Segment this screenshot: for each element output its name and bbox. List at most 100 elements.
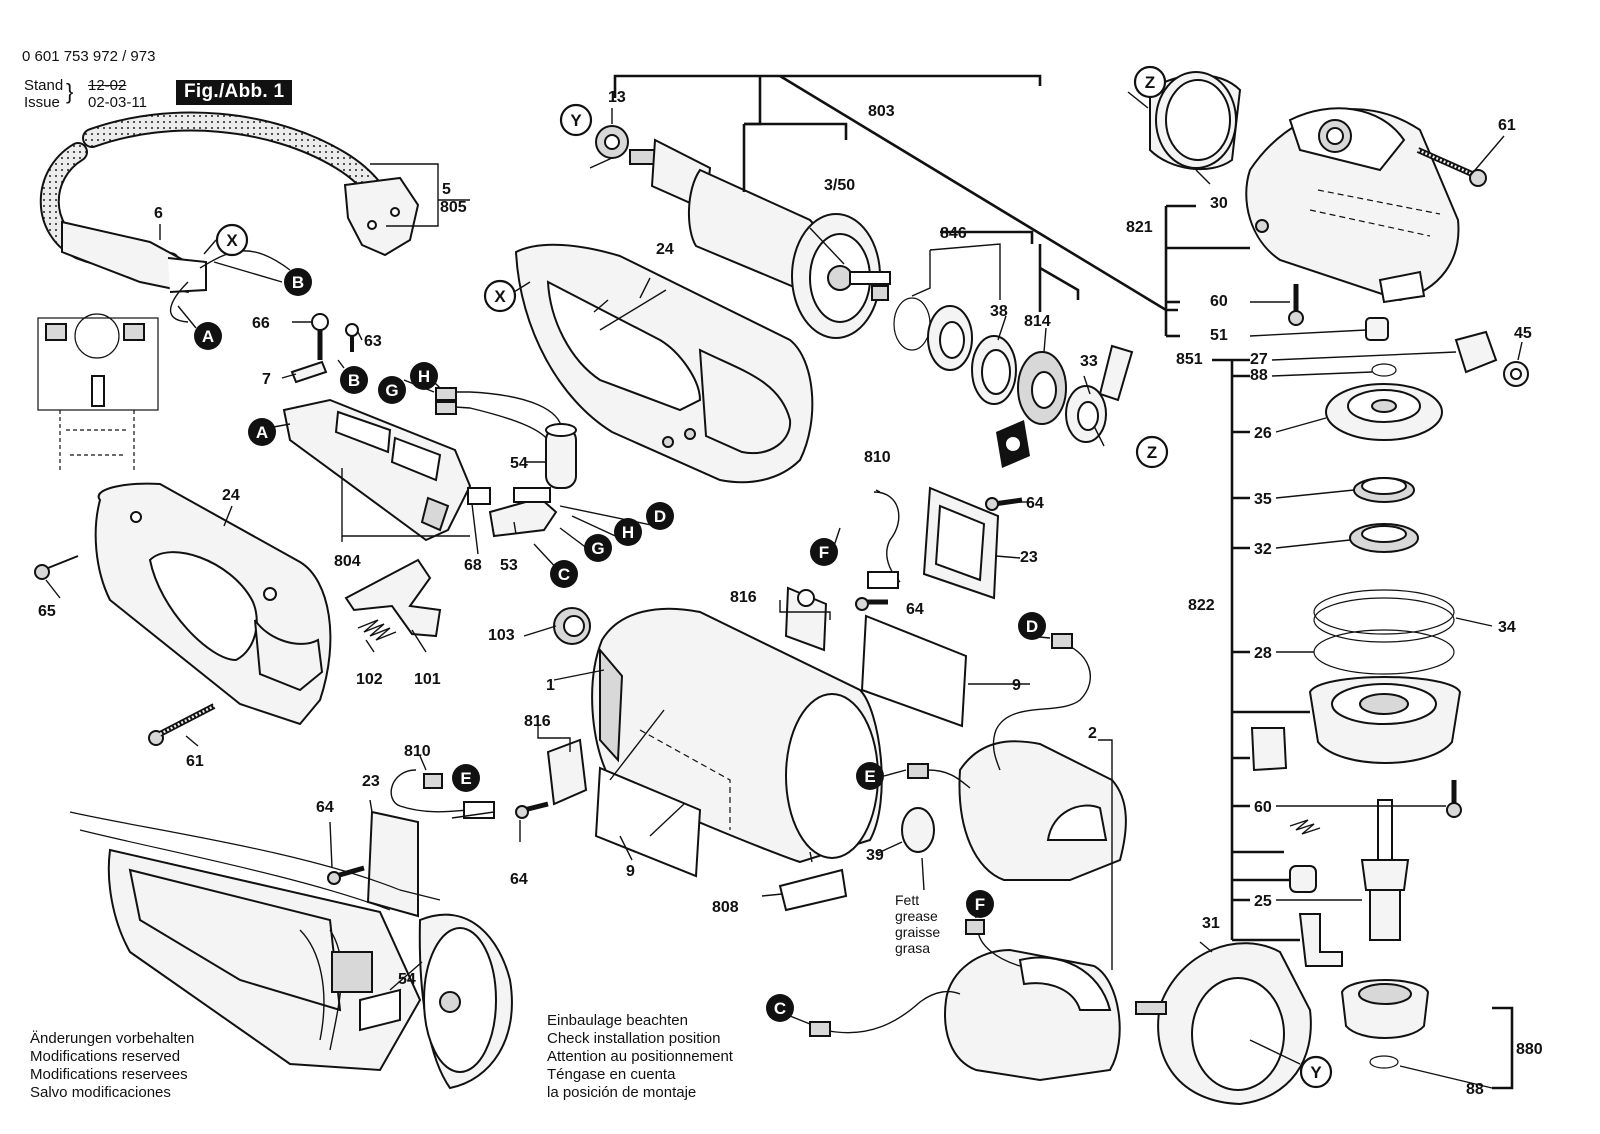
screw-64-middle — [515, 801, 549, 819]
note-line: Einbaulage beachten — [547, 1012, 688, 1029]
note-line: grasa — [895, 940, 931, 956]
part-label: 13 — [608, 89, 626, 106]
bearing-38 — [971, 335, 1017, 405]
part-label: 103 — [488, 627, 515, 644]
svg-text:G: G — [385, 381, 398, 400]
brace: } — [66, 79, 74, 104]
orientation-markers: X X Y Z Z Y — [215, 65, 1333, 1089]
nut-45 — [1503, 361, 1529, 387]
spindle — [1360, 799, 1410, 941]
part-label: 60 — [1254, 799, 1272, 816]
bevel-gear-26 — [1325, 383, 1443, 441]
marker-z: Z — [1135, 435, 1169, 469]
o-ring-28 — [1313, 629, 1455, 675]
part-label: 6 — [154, 205, 163, 222]
svg-text:C: C — [774, 999, 786, 1018]
spring-spindle-lock — [1289, 819, 1321, 835]
part-label: 31 — [1202, 915, 1220, 932]
clip-7 — [290, 360, 328, 384]
marker-z: Z — [1133, 65, 1167, 99]
part-label: 35 — [1254, 491, 1272, 508]
part-label: 54 — [398, 971, 416, 988]
part-label: 88 — [1466, 1081, 1484, 1098]
modifications-note: Änderungen vorbehalten Modifications res… — [30, 1030, 194, 1102]
part-label: 60 — [1210, 293, 1228, 310]
grease-note: Fett grease graisse grasa — [895, 892, 940, 956]
marker-x: X — [215, 223, 249, 257]
screw-60-top — [1288, 284, 1304, 326]
stand-value: 12-02 — [88, 77, 127, 94]
group-brackets — [341, 74, 1514, 1090]
part-label: 810 — [404, 743, 431, 760]
part-label: 804 — [334, 553, 361, 570]
handle-half-right — [514, 243, 814, 484]
part-label: 9 — [626, 863, 635, 880]
figure-label: Fig./Abb. 1 — [176, 80, 293, 105]
part-label: 63 — [364, 333, 382, 350]
marker-g: G — [378, 376, 406, 404]
circlip-88-bottom — [1369, 1055, 1399, 1069]
part-label: 54 — [510, 455, 528, 472]
lead-e-connector — [907, 763, 971, 789]
marker-c: C — [550, 560, 578, 588]
armature — [595, 125, 891, 339]
svg-text:D: D — [654, 507, 666, 526]
carbon-brush-816-upper — [784, 586, 828, 652]
marker-e: E — [856, 762, 884, 790]
part-label: 3/50 — [824, 177, 855, 194]
part-label: 61 — [1498, 117, 1516, 134]
bearing-flange — [1308, 676, 1462, 764]
part-label: 68 — [464, 557, 482, 574]
part-label: 1 — [546, 677, 555, 694]
carbon-brush-816-lower — [546, 738, 588, 806]
part-label: 24 — [222, 487, 240, 504]
screw-64-lower — [327, 865, 365, 885]
part-label: 803 — [868, 103, 895, 120]
marker-f: F — [810, 538, 838, 566]
part-label: 810 — [864, 449, 891, 466]
part-label: 33 — [1080, 353, 1098, 370]
svg-text:Y: Y — [1310, 1063, 1322, 1082]
svg-text:Z: Z — [1147, 443, 1157, 462]
lead-810-lower — [390, 769, 495, 819]
part-label: 24 — [656, 241, 674, 258]
marker-h: H — [614, 518, 642, 546]
part-label: 61 — [186, 753, 204, 770]
insulation-plate-9-lower — [594, 766, 702, 878]
part-label: 880 — [1516, 1041, 1543, 1058]
part-label: 39 — [866, 847, 884, 864]
svg-text:C: C — [558, 565, 570, 584]
note-line: Modifications reservees — [30, 1066, 188, 1083]
svg-text:F: F — [975, 895, 985, 914]
connector-68 — [467, 487, 491, 505]
filter-23-lower — [366, 810, 419, 918]
note-line: Check installation position — [547, 1030, 721, 1047]
screw-64-upper — [855, 597, 888, 611]
issue-value: 02-03-11 — [88, 94, 147, 111]
part-label: 64 — [1026, 495, 1044, 512]
capacitor-54 — [545, 423, 577, 489]
part-label: 5 — [442, 181, 451, 198]
marker-a: A — [194, 322, 222, 350]
document-number: 0 601 753 972 / 973 — [22, 48, 156, 65]
part-label: 846 — [940, 225, 967, 242]
part-label: 64 — [510, 871, 528, 888]
svg-text:Z: Z — [1145, 73, 1155, 92]
svg-text:G: G — [591, 539, 604, 558]
part-label: 34 — [1498, 619, 1516, 636]
bearing-35 — [1353, 477, 1415, 503]
pinion-27 — [1454, 330, 1498, 374]
power-cord — [39, 111, 390, 294]
clamp-band-34 — [1313, 589, 1455, 643]
part-label: 88 — [1250, 367, 1268, 384]
screw-63 — [345, 323, 359, 352]
brush-holder-103 — [553, 607, 591, 645]
note-line: la posición de montaje — [547, 1084, 697, 1101]
sleeve-51 — [1365, 317, 1389, 341]
svg-text:H: H — [622, 523, 634, 542]
svg-text:Y: Y — [570, 111, 582, 130]
lead-d — [992, 633, 1091, 771]
lock-pin-25 — [1298, 913, 1343, 967]
part-label: 101 — [414, 671, 441, 688]
